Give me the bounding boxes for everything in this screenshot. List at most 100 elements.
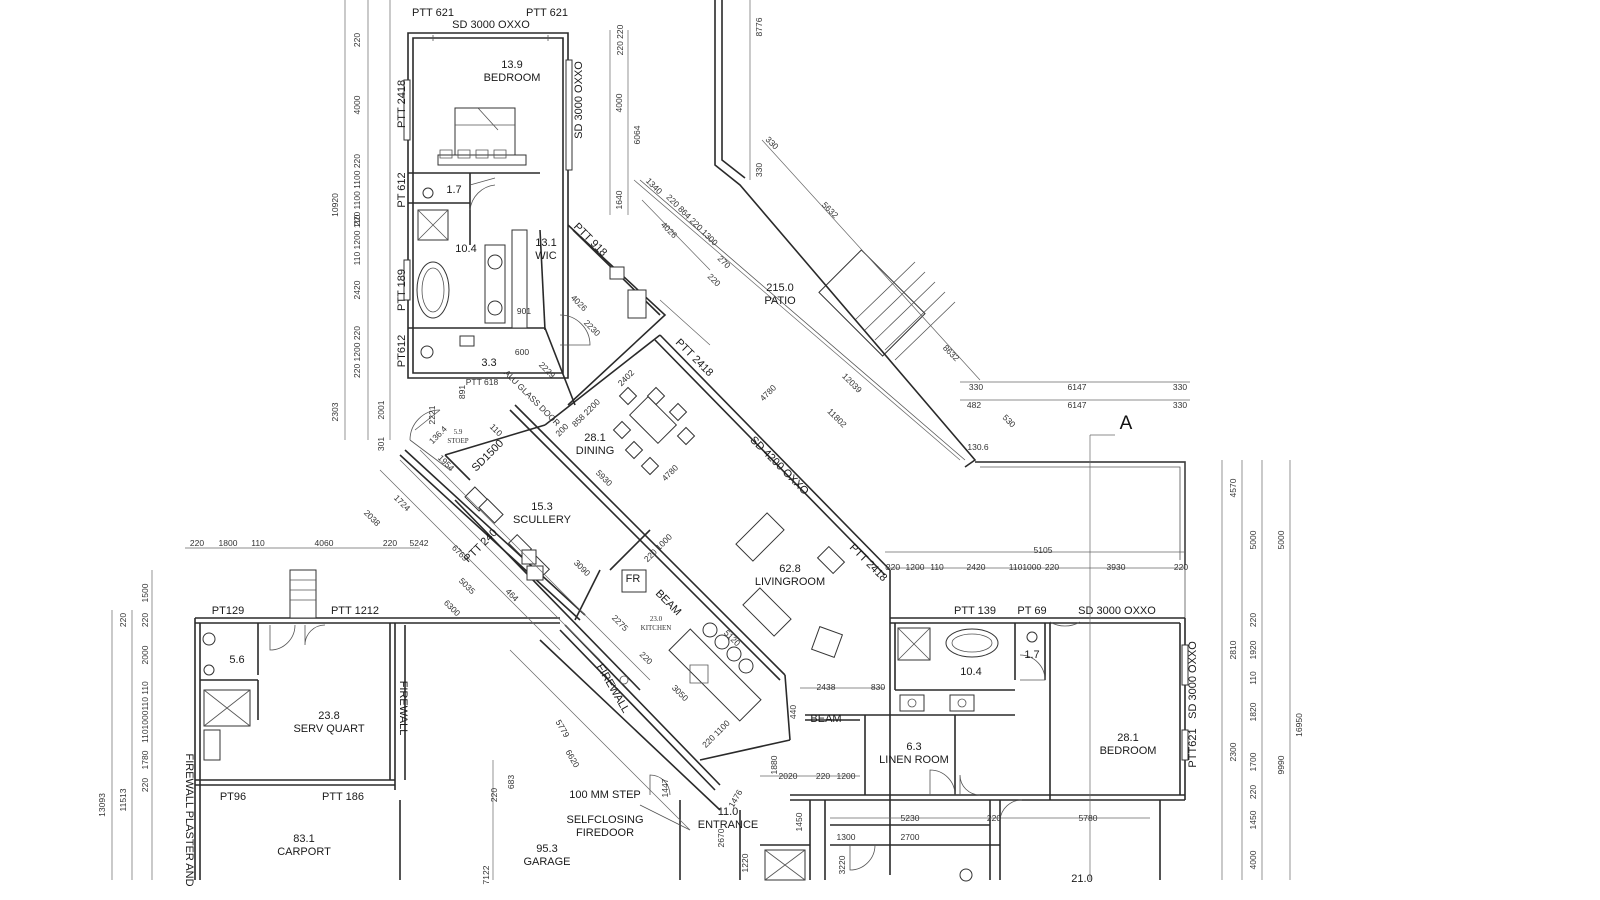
dim-text: 13093 bbox=[97, 793, 107, 817]
dim-text: 530 bbox=[1001, 412, 1018, 429]
window-ptt189: PTT 189 bbox=[396, 269, 408, 311]
dim-text: 330 bbox=[969, 382, 983, 392]
dim-text: 6147 bbox=[1068, 382, 1087, 392]
step-label: 100 MM STEP bbox=[569, 789, 641, 801]
dim-text: 6620 bbox=[564, 748, 582, 770]
dim-text: 1101000110 bbox=[140, 697, 150, 743]
beam-label-b: BEAM bbox=[810, 713, 841, 725]
room-name-serv-quart: SERV QUART bbox=[293, 723, 364, 735]
room-area-entrance: 11.0 bbox=[718, 806, 739, 818]
window-ptt2418-b: PTT 2418 bbox=[673, 337, 716, 380]
dim-text: 440 bbox=[788, 705, 798, 719]
dim-text: 2038 bbox=[362, 508, 383, 529]
dim-text: 220 bbox=[1045, 562, 1059, 572]
dim-text: 110 bbox=[488, 422, 505, 439]
room-area-bedroom-top: 13.9 bbox=[501, 59, 522, 71]
dim-text: 4000 bbox=[614, 93, 624, 112]
dim-text: 1450 bbox=[794, 812, 804, 831]
dim-text: 2275 bbox=[610, 613, 631, 634]
dim-text: 330 bbox=[1173, 382, 1187, 392]
dim-text: 8776 bbox=[754, 17, 764, 36]
door-sd-right-top: SD 3000 OXXO bbox=[573, 61, 585, 139]
door-sd-top: SD 3000 OXXO bbox=[452, 19, 530, 31]
dining-table bbox=[614, 388, 695, 475]
room-area-carport: 83.1 bbox=[293, 833, 314, 845]
door-sd-right: SD 3000 OXXO bbox=[1078, 605, 1156, 617]
room-area-dining: 28.1 bbox=[584, 432, 605, 444]
window-ptt139: PTT 139 bbox=[954, 605, 996, 617]
dim-text: 8632 bbox=[941, 343, 962, 364]
dim-text: 1800 bbox=[219, 538, 238, 548]
room-area-stoep: 5.9 bbox=[454, 428, 463, 436]
room-name-patio: PATIO bbox=[764, 295, 796, 307]
dim-text: 2000 bbox=[140, 645, 150, 664]
room-area-bottom: 21.0 bbox=[1071, 873, 1092, 885]
section-marker: A bbox=[1120, 413, 1133, 434]
firewall-label-b: FIREWALL bbox=[397, 681, 409, 736]
dim-text: 1300 bbox=[837, 832, 856, 842]
dim-text: 4026 bbox=[659, 220, 680, 241]
dim-text: 5632 bbox=[820, 200, 841, 221]
dim-text: 220 bbox=[886, 562, 900, 572]
dim-text: 5035 bbox=[457, 576, 478, 597]
dim-text: 110 bbox=[930, 562, 944, 572]
dim-text: 330 bbox=[1173, 400, 1187, 410]
firedoor-label-line2: FIREDOOR bbox=[576, 827, 634, 839]
fridge-label: FR bbox=[626, 573, 641, 585]
dim-text: 9990 bbox=[1276, 755, 1286, 774]
dim-text: 16950 bbox=[1294, 713, 1304, 737]
dim-text: 1954 bbox=[436, 453, 457, 474]
dim-text: 830 bbox=[871, 682, 885, 692]
room-area-bath-top: 10.4 bbox=[455, 243, 476, 255]
door-sd4200: SD 4200 OXXO bbox=[747, 434, 811, 498]
dim-text: 5000 bbox=[1248, 530, 1258, 549]
dim-text: 220 bbox=[1248, 613, 1258, 627]
window-ptt186: PTT 186 bbox=[322, 791, 364, 803]
window-ptt621-a: PTT 621 bbox=[412, 7, 454, 19]
dim-text: 4000 bbox=[352, 95, 362, 114]
room-name-garage: GARAGE bbox=[523, 856, 570, 868]
dimension-lines bbox=[112, 0, 1290, 880]
room-area-wc-top: 1.7 bbox=[446, 184, 461, 196]
dim-text: 7122 bbox=[481, 865, 491, 884]
room-area-bedroom-right: 28.1 bbox=[1117, 732, 1138, 744]
dim-text: 220 bbox=[987, 813, 1001, 823]
dim-text: 2303 bbox=[330, 402, 340, 421]
dim-text: 2221 bbox=[427, 405, 437, 424]
room-name-wic: WIC bbox=[535, 250, 556, 262]
dim-text: 3090 bbox=[572, 558, 593, 579]
dim-text: 220 bbox=[1248, 785, 1258, 799]
room-area-linen: 6.3 bbox=[906, 741, 921, 753]
dim-text: 220 bbox=[140, 778, 150, 792]
dim-text: 1200 bbox=[837, 771, 856, 781]
dim-text: 3050 bbox=[670, 683, 691, 704]
window-pt612-b: PT612 bbox=[396, 335, 408, 367]
dim-text: 220 bbox=[118, 613, 128, 627]
room-area-patio: 215.0 bbox=[766, 282, 794, 294]
bottom-rooms bbox=[640, 775, 1160, 881]
dim-text: 464 bbox=[504, 586, 521, 603]
dim-text: 6147 bbox=[1068, 400, 1087, 410]
dim-text: 220 220 bbox=[615, 24, 625, 55]
dim-text: 2420 bbox=[352, 280, 362, 299]
dim-text: 4570 bbox=[1228, 478, 1238, 497]
dim-text: 1820 bbox=[1248, 702, 1258, 721]
dim-text: 683 bbox=[506, 775, 516, 789]
kitchen-island bbox=[620, 570, 761, 721]
dim-text: 600 bbox=[515, 347, 529, 357]
service-block bbox=[195, 570, 560, 880]
beam-label-a: BEAM bbox=[653, 588, 684, 619]
dim-text: 1500 bbox=[140, 583, 150, 602]
dim-text: 1780 bbox=[140, 750, 150, 769]
dim-text: 1200 bbox=[906, 562, 925, 572]
room-name-linen: LINEN ROOM bbox=[879, 754, 949, 766]
window-ptt1212: PTT 1212 bbox=[331, 605, 379, 617]
dim-text: 1724 bbox=[392, 493, 413, 514]
room-labels: 13.9 BEDROOM 1.7 10.4 13.1 WIC 3.3 5.9 S… bbox=[229, 59, 1156, 885]
window-pt96: PT96 bbox=[220, 791, 246, 803]
room-area-wc-right: 1.7 bbox=[1024, 649, 1039, 661]
dim-text: 6064 bbox=[632, 125, 642, 144]
dim-text: 2420 bbox=[967, 562, 986, 572]
room-name-entrance: ENTRANCE bbox=[698, 819, 759, 831]
